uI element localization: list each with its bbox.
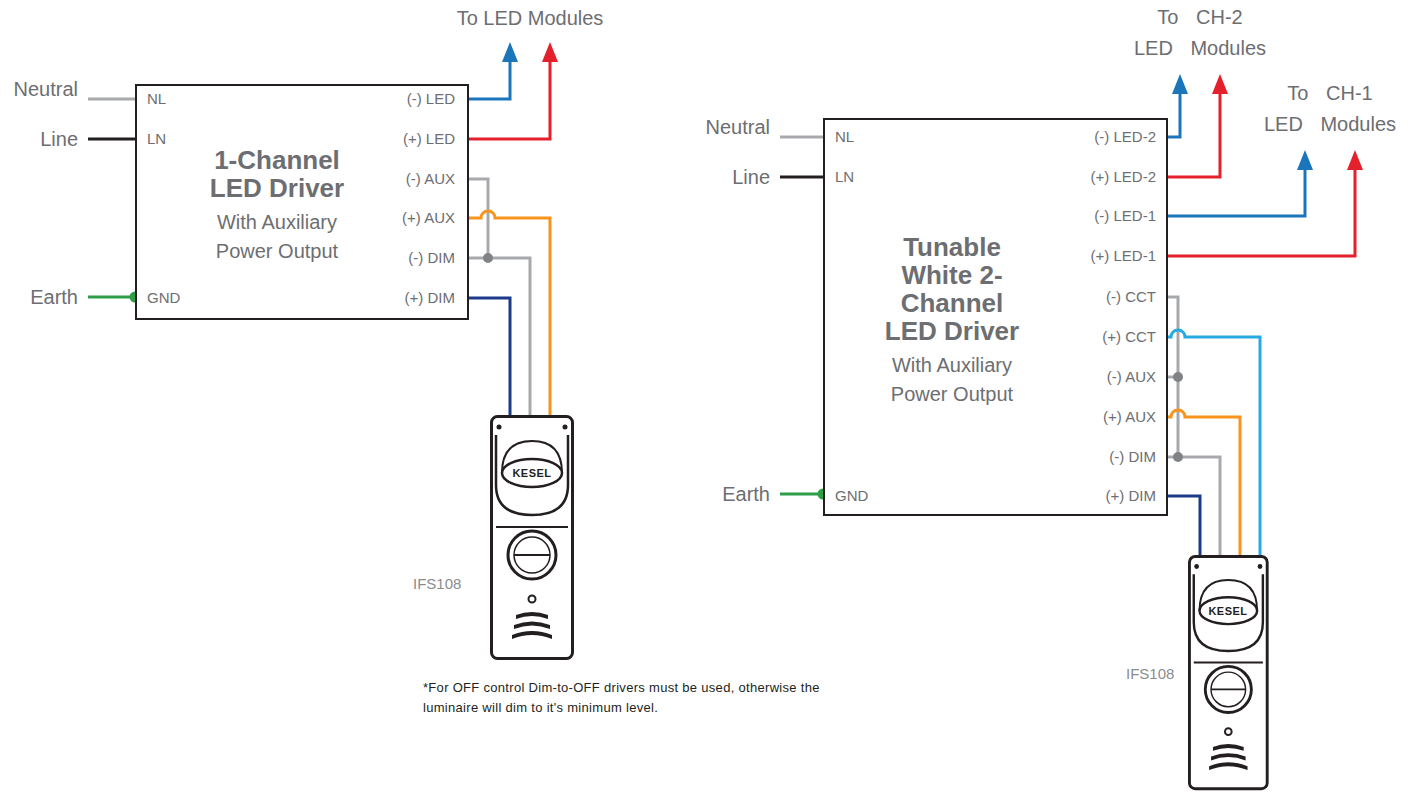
terminal-name: Neutral <box>14 77 78 101</box>
pin-label: (+) LED <box>403 130 455 148</box>
pin-label: (-) AUX <box>1107 368 1156 386</box>
pin-label: (-) AUX <box>406 170 455 188</box>
pin-label: (+) DIM <box>405 289 455 307</box>
node-text-column: Tunable White 2-Channel LED DriverWith A… <box>872 233 1032 409</box>
pin-label: (-) DIM <box>1109 448 1156 466</box>
pin-label: GND <box>835 487 868 505</box>
driver-title: Tunable White 2-Channel LED Driver <box>872 233 1032 345</box>
footnote: *For OFF control Dim-to-OFF drivers must… <box>423 678 833 718</box>
output-label: To CH-2 LED Modules <box>1131 2 1269 64</box>
pin-label: (+) AUX <box>402 209 455 227</box>
output-label: To LED Modules <box>457 6 604 30</box>
pin-label: LN <box>835 168 854 186</box>
pin-label: (-) LED <box>407 90 455 108</box>
pin-label: (+) LED-1 <box>1091 247 1156 265</box>
pin-label: (+) CCT <box>1102 328 1156 346</box>
pin-label: (-) CCT <box>1106 288 1156 306</box>
pin-label: (+) AUX <box>1103 408 1156 426</box>
driver-title: 1-Channel LED Driver <box>197 146 357 202</box>
pin-label: LN <box>147 130 166 148</box>
model-number: IFS108 <box>1126 665 1174 683</box>
pin-label: NL <box>835 128 854 146</box>
pin-label: (-) DIM <box>408 249 455 267</box>
node-text-column: 1-Channel LED DriverWith Auxiliary Power… <box>197 146 357 266</box>
driver-subtitle: With Auxiliary Power Output <box>872 351 1032 409</box>
driver-subtitle: With Auxiliary Power Output <box>197 208 357 266</box>
brand-logo: KESEL <box>1208 605 1247 618</box>
pin-label: NL <box>147 90 166 108</box>
pin-label: (+) LED-2 <box>1091 168 1156 186</box>
model-number: IFS108 <box>413 575 461 593</box>
output-label: To CH-1 LED Modules <box>1261 78 1399 140</box>
terminal-name: Earth <box>30 285 78 309</box>
driver-box: 1-Channel LED DriverWith Auxiliary Power… <box>135 84 469 320</box>
brand-logo: KESEL <box>512 467 551 480</box>
pin-label: (-) LED-1 <box>1094 207 1156 225</box>
pin-label: (-) LED-2 <box>1094 128 1156 146</box>
terminal-name: Line <box>732 165 770 189</box>
pin-label: (+) DIM <box>1106 487 1156 505</box>
terminal-name: Earth <box>722 482 770 506</box>
terminal-name: Neutral <box>706 115 770 139</box>
terminal-name: Line <box>40 127 78 151</box>
pin-label: GND <box>147 289 180 307</box>
